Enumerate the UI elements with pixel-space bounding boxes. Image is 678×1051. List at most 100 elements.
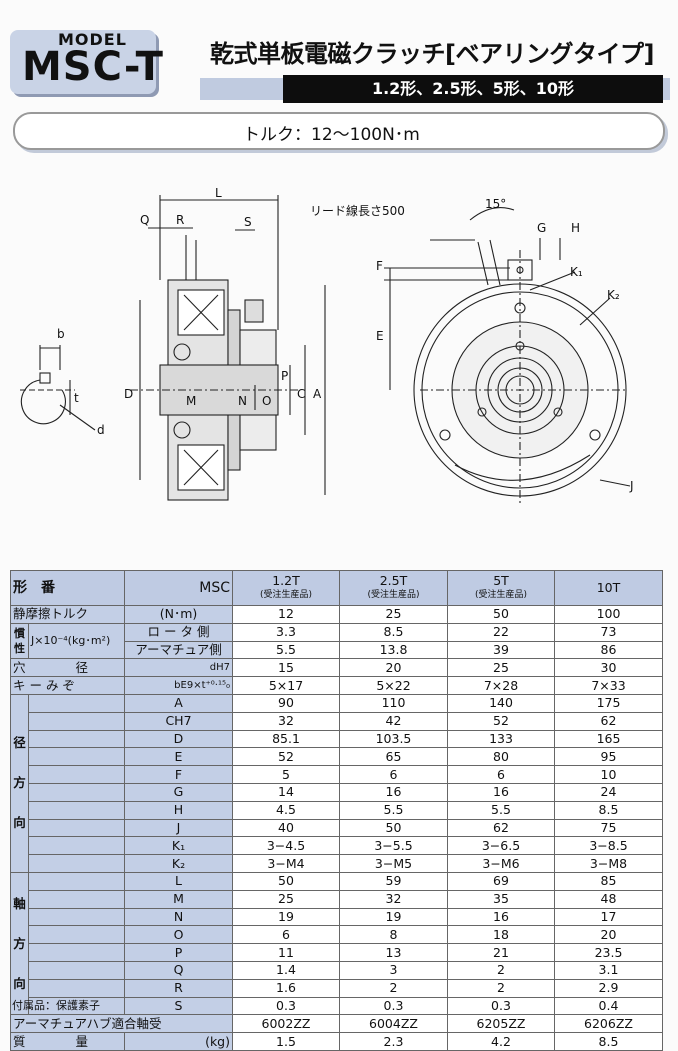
blank-cell <box>28 729 125 749</box>
row-label: O <box>124 925 233 945</box>
cell: 1.6 <box>232 978 340 998</box>
table-row: 慣性 J×10⁻⁴(kg･m²) ロ ー タ 側 3.3 8.5 22 73 <box>10 622 663 660</box>
cell: 6004ZZ <box>339 1014 448 1034</box>
row-unit: bE9×t⁺⁰·¹⁵₀ <box>124 676 233 695</box>
cell: 0.3 <box>447 996 555 1016</box>
cell: 86 <box>554 640 663 660</box>
cell: 103.5 <box>339 729 448 749</box>
cell: 16 <box>447 907 555 927</box>
cell: 95 <box>554 747 663 767</box>
row-label: L <box>124 871 233 891</box>
blank-cell <box>28 907 125 927</box>
cell: 13.8 <box>339 640 448 660</box>
dim-label-b: b <box>57 327 65 341</box>
cell: 22 <box>447 622 555 642</box>
cell: 0.3 <box>339 996 448 1016</box>
cell: 2.3 <box>339 1032 448 1051</box>
spec-table: 形 番 MSC 1.2T(受注生産品) 2.5T(受注生産品) 5T(受注生産品… <box>10 570 663 1051</box>
cell: 8 <box>339 925 448 945</box>
row-unit: (N･m) <box>124 605 233 624</box>
cell: 69 <box>447 871 555 891</box>
row-unit: dH7 <box>124 658 233 678</box>
dim-label-F: F <box>376 259 383 273</box>
cell: 133 <box>447 729 555 749</box>
cell: 50 <box>339 818 448 838</box>
blank-cell <box>28 943 125 962</box>
row-label: CH7 <box>124 711 233 731</box>
cell: 50 <box>447 605 555 624</box>
model-label: MODEL <box>58 30 127 49</box>
cell: 18 <box>447 925 555 945</box>
row-label: アーマチュア側 <box>124 640 233 660</box>
blank-cell <box>28 925 125 945</box>
row-label: 静摩擦トルク <box>10 605 125 624</box>
dim-label-O: O <box>262 394 271 408</box>
dim-label-R: R <box>176 213 184 227</box>
cell: 11 <box>232 943 340 962</box>
cell: 40 <box>232 818 340 838</box>
table-row: 質 量 (kg) 1.5 2.3 4.2 8.5 <box>10 1032 663 1051</box>
blank-cell <box>28 871 125 891</box>
cell: 32 <box>339 889 448 909</box>
row-label: Q <box>124 960 233 980</box>
cell: 3.1 <box>554 960 663 980</box>
cell: 12 <box>232 605 340 624</box>
dim-label-A: A <box>313 387 322 401</box>
cell: 23.5 <box>554 943 663 962</box>
cell: 90 <box>232 693 340 713</box>
row-label: R <box>124 978 233 998</box>
row-label: D <box>124 729 233 749</box>
row-label: K₁ <box>124 836 233 856</box>
cell: 3.3 <box>232 622 340 642</box>
dim-label-C: C <box>297 387 305 401</box>
header-col-1: 1.2T(受注生産品) <box>232 570 340 606</box>
cell: 85 <box>554 871 663 891</box>
header-msc: MSC <box>124 570 233 606</box>
cell: 65 <box>339 747 448 767</box>
cell: 8.5 <box>554 800 663 820</box>
cell: 75 <box>554 818 663 838</box>
model-name: MSC-T <box>22 44 164 90</box>
cell: 25 <box>232 889 340 909</box>
torque-range: トルク：12～100N･m <box>243 125 420 145</box>
group-radial: 径 方 向 <box>10 693 29 873</box>
cell: 62 <box>447 818 555 838</box>
dim-label-D: D <box>124 387 133 401</box>
side-view-labels: L Q R S D M N O P C A <box>124 186 322 408</box>
cell: 3−8.5 <box>554 836 663 856</box>
cell: 32 <box>232 711 340 731</box>
blank-cell <box>28 782 125 802</box>
blank-cell <box>28 747 125 767</box>
row-label: S <box>124 996 233 1016</box>
cell: 1.5 <box>232 1032 340 1051</box>
dim-label-J: J <box>629 479 634 493</box>
table-row: 静摩擦トルク (N･m) 12 25 50 100 <box>10 605 663 624</box>
lead-wire-label: リード線長さ500 <box>310 203 405 218</box>
dim-label-E: E <box>376 329 384 343</box>
cell: 6206ZZ <box>554 1014 663 1034</box>
cell: 48 <box>554 889 663 909</box>
cell: 5 <box>232 765 340 784</box>
angle-label: 15° <box>485 197 506 211</box>
cell: 0.4 <box>554 996 663 1016</box>
cell: 62 <box>554 711 663 731</box>
blank-cell <box>28 960 125 980</box>
dim-label-G: G <box>537 221 546 235</box>
cell: 15 <box>232 658 340 678</box>
dim-label-t: t <box>74 391 79 405</box>
cell: 6 <box>232 925 340 945</box>
cell: 8.5 <box>339 622 448 642</box>
table-row: アーマチュア側 5.5 13.8 39 86 <box>11 640 663 660</box>
cell: 3−M4 <box>232 854 340 873</box>
header-col-2: 2.5T(受注生産品) <box>339 570 448 606</box>
row-label: キ ー み ぞ <box>10 676 125 695</box>
cell: 25 <box>447 658 555 678</box>
row-label: J <box>124 818 233 838</box>
row-label: K₂ <box>124 854 233 873</box>
technical-drawing: L Q R S D M N O P C A b t d <box>20 186 634 505</box>
key-detail <box>20 345 96 431</box>
